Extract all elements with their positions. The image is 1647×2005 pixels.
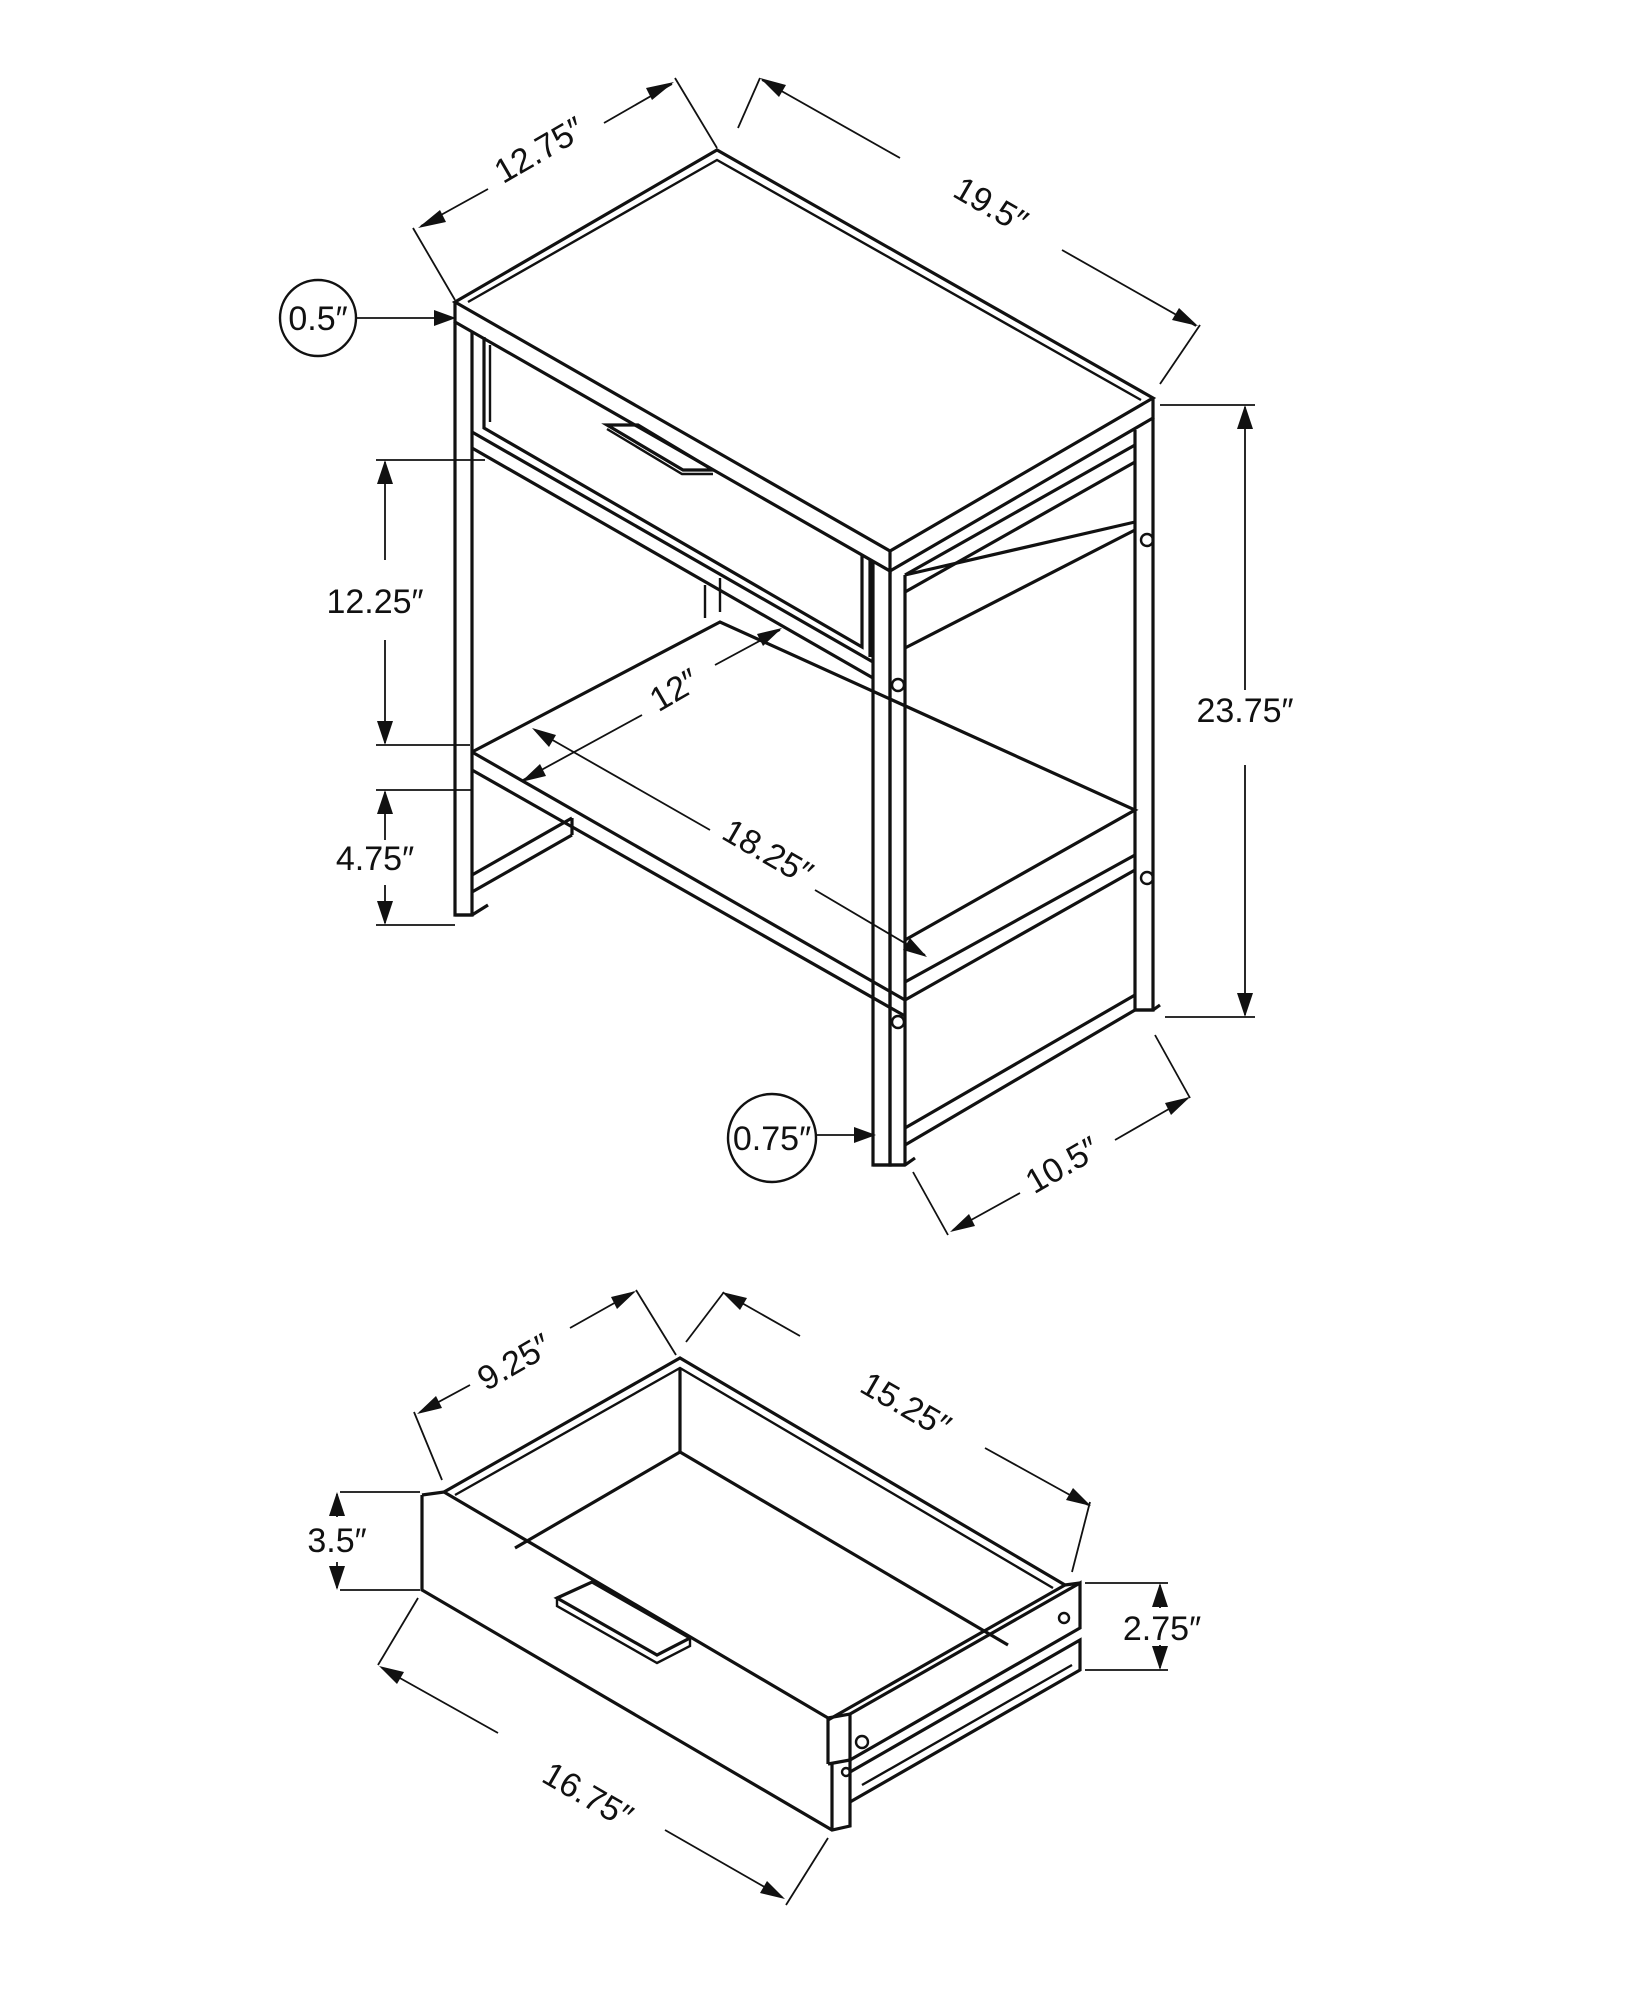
drawer-dimensions: 9.25″ 15.25″ 3.5″ 2.75″ 16.75″ xyxy=(307,1289,1201,1906)
dim-drawer-width: 9.25″ xyxy=(471,1326,558,1398)
dim-total-height: 23.75″ xyxy=(1196,692,1293,730)
end-table-drawing xyxy=(451,148,1161,1167)
dim-drawer-front-width: 16.75″ xyxy=(536,1755,639,1836)
callout-circle xyxy=(726,1092,818,1184)
dim-top-width: 12.75″ xyxy=(488,110,591,191)
dim-shelf-depth: 18.25″ xyxy=(716,812,819,893)
table-dimensions: 12.75″ 19.5″ 0.5″ 12.25″ 4.75″ xyxy=(278,77,1294,1236)
dim-drawer-depth: 15.25″ xyxy=(854,1365,957,1446)
dim-bottom-clearance: 4.75″ xyxy=(336,840,414,878)
dim-shelf-clearance: 12″ xyxy=(643,662,705,720)
drawer-drawing xyxy=(420,1356,1082,1832)
dim-top-thickness: 0.5″ xyxy=(288,300,347,338)
dim-drawer-front-height: 3.5″ xyxy=(307,1522,366,1560)
dim-top-depth: 19.5″ xyxy=(947,169,1034,241)
dim-frame-tube: 0.75″ xyxy=(733,1120,811,1158)
dim-drawer-opening-height: 12.25″ xyxy=(326,583,423,621)
dim-drawer-side-height: 2.75″ xyxy=(1123,1610,1201,1648)
dim-base-width: 10.5″ xyxy=(1019,1129,1106,1201)
